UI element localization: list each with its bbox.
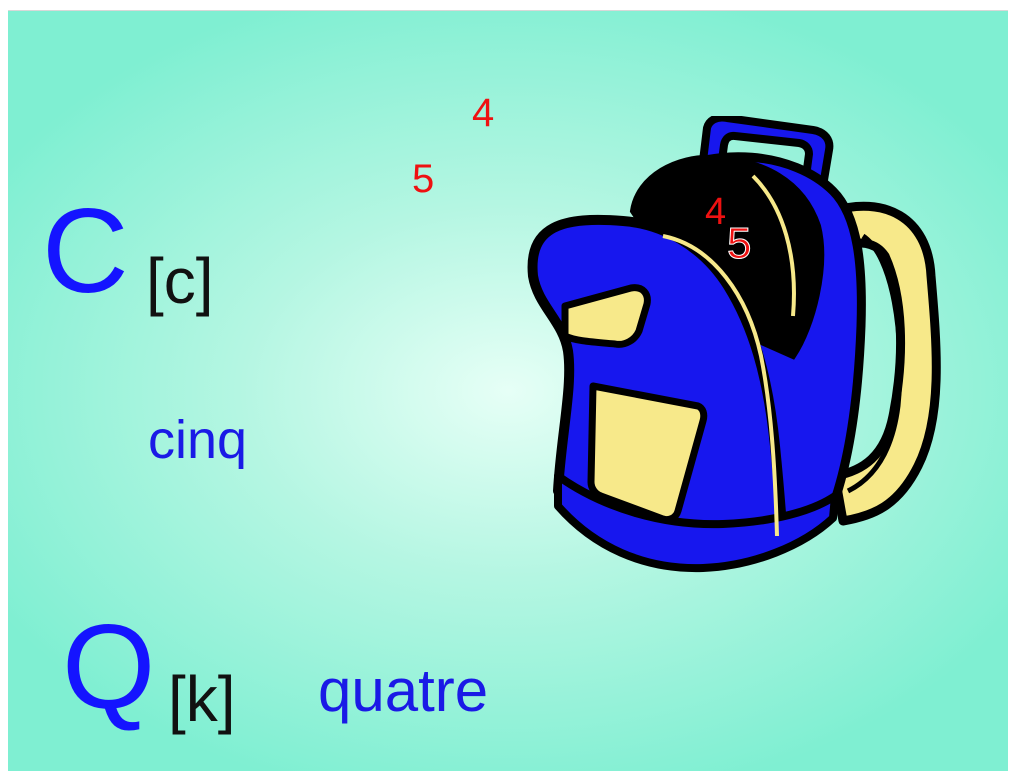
bag-number-four: 4 [705, 191, 726, 233]
letter-c: C [42, 184, 129, 318]
bag-number-five: 5 [727, 219, 751, 268]
word-cinq: cinq [148, 410, 248, 470]
backpack-small-pocket [561, 284, 651, 348]
word-quatre: quatre [318, 657, 489, 724]
number-four: 4 [472, 91, 495, 135]
letter-q: Q [62, 600, 156, 734]
backpack-strap [828, 201, 941, 526]
phonetic-k: [k] [168, 663, 236, 735]
phonetic-c: [c] [146, 245, 214, 317]
slide: C [c] cinq Q [k] quatre 4 5 4 5 [8, 10, 1008, 771]
backpack-large-pocket [587, 382, 708, 524]
backpack-icon: 4 5 [527, 116, 941, 573]
number-five: 5 [412, 157, 435, 201]
